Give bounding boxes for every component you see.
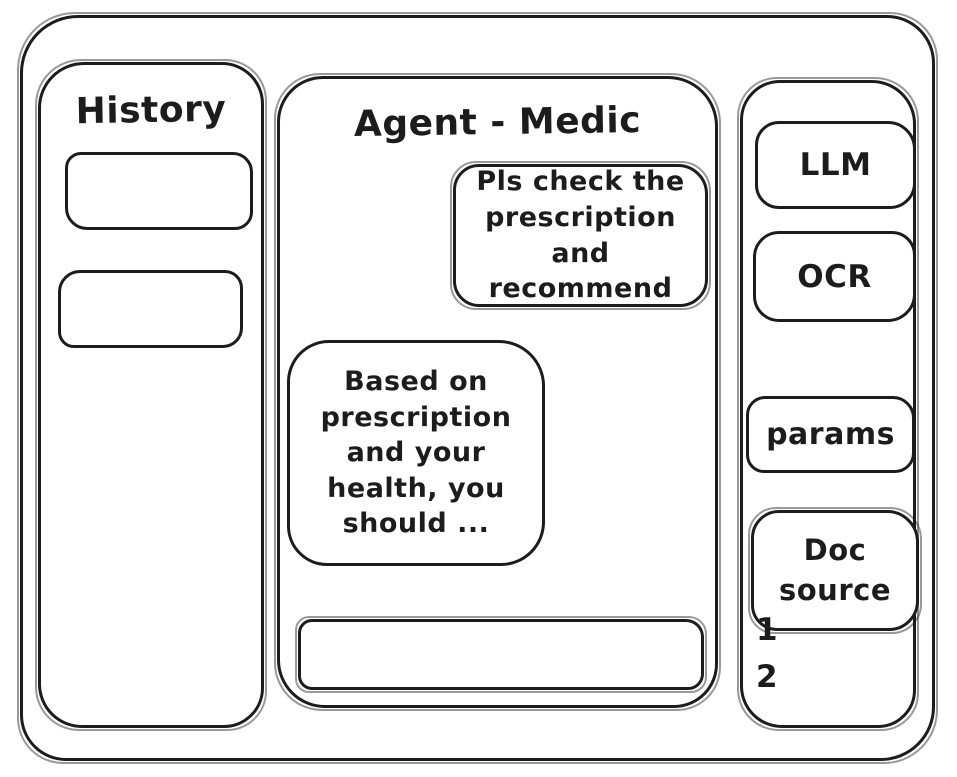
llm-button[interactable]: LLM: [755, 121, 916, 209]
doc-source-button[interactable]: Doc source: [748, 507, 922, 634]
history-sidebar: History: [35, 59, 267, 731]
assistant-message-text: Based on prescription and your health, y…: [320, 365, 512, 540]
history-item[interactable]: [65, 152, 253, 230]
user-message-bubble: Pls check the prescription and recommend: [450, 161, 711, 310]
doc-source-list: 1 2: [756, 611, 778, 697]
ocr-button[interactable]: OCR: [753, 231, 916, 322]
doc-source-item[interactable]: 2: [756, 658, 779, 695]
params-button[interactable]: params: [746, 396, 915, 473]
assistant-message-bubble: Based on prescription and your health, y…: [287, 340, 545, 566]
sidebar-title: History: [75, 88, 227, 133]
doc-source-item[interactable]: 1: [756, 612, 779, 648]
tools-panel: LLM OCR params Doc source 1 2: [737, 77, 922, 731]
chat-panel: Agent - Medic Pls check the prescription…: [274, 73, 721, 711]
user-message-text: Pls check the prescription and recommend: [476, 166, 685, 305]
chat-title: Agent - Medic: [353, 99, 642, 146]
message-input[interactable]: [295, 616, 707, 693]
history-item[interactable]: [58, 270, 243, 348]
